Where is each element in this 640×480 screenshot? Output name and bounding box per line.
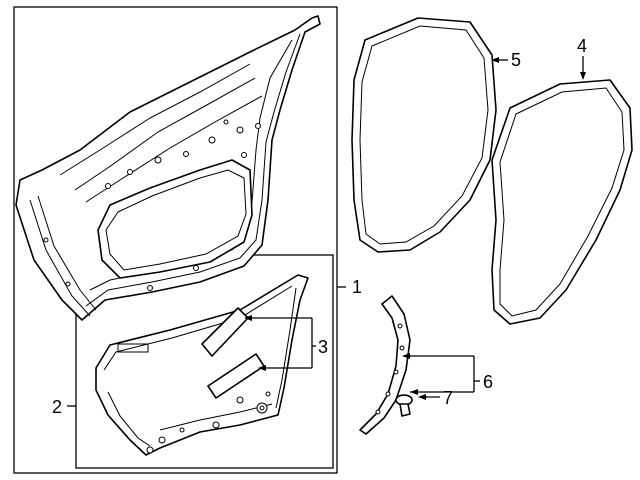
callout-3: 3 — [318, 337, 328, 357]
door-shell — [15, 15, 321, 321]
rear-seal-strip — [359, 295, 411, 435]
body-weatherstrip — [491, 79, 633, 325]
door-assembly-frame — [13, 6, 338, 474]
door-weatherstrip — [351, 17, 497, 253]
callout-7: 7 — [443, 388, 453, 408]
callout-1: 1 — [352, 277, 362, 297]
trim-panel — [95, 274, 309, 456]
callout-6: 6 — [483, 372, 493, 392]
leader-lines — [67, 56, 584, 407]
callout-5: 5 — [511, 50, 521, 70]
callout-4: 4 — [577, 36, 587, 56]
arrowheads — [244, 57, 586, 400]
retainer-clip — [395, 394, 413, 417]
callout-2: 2 — [52, 397, 62, 417]
